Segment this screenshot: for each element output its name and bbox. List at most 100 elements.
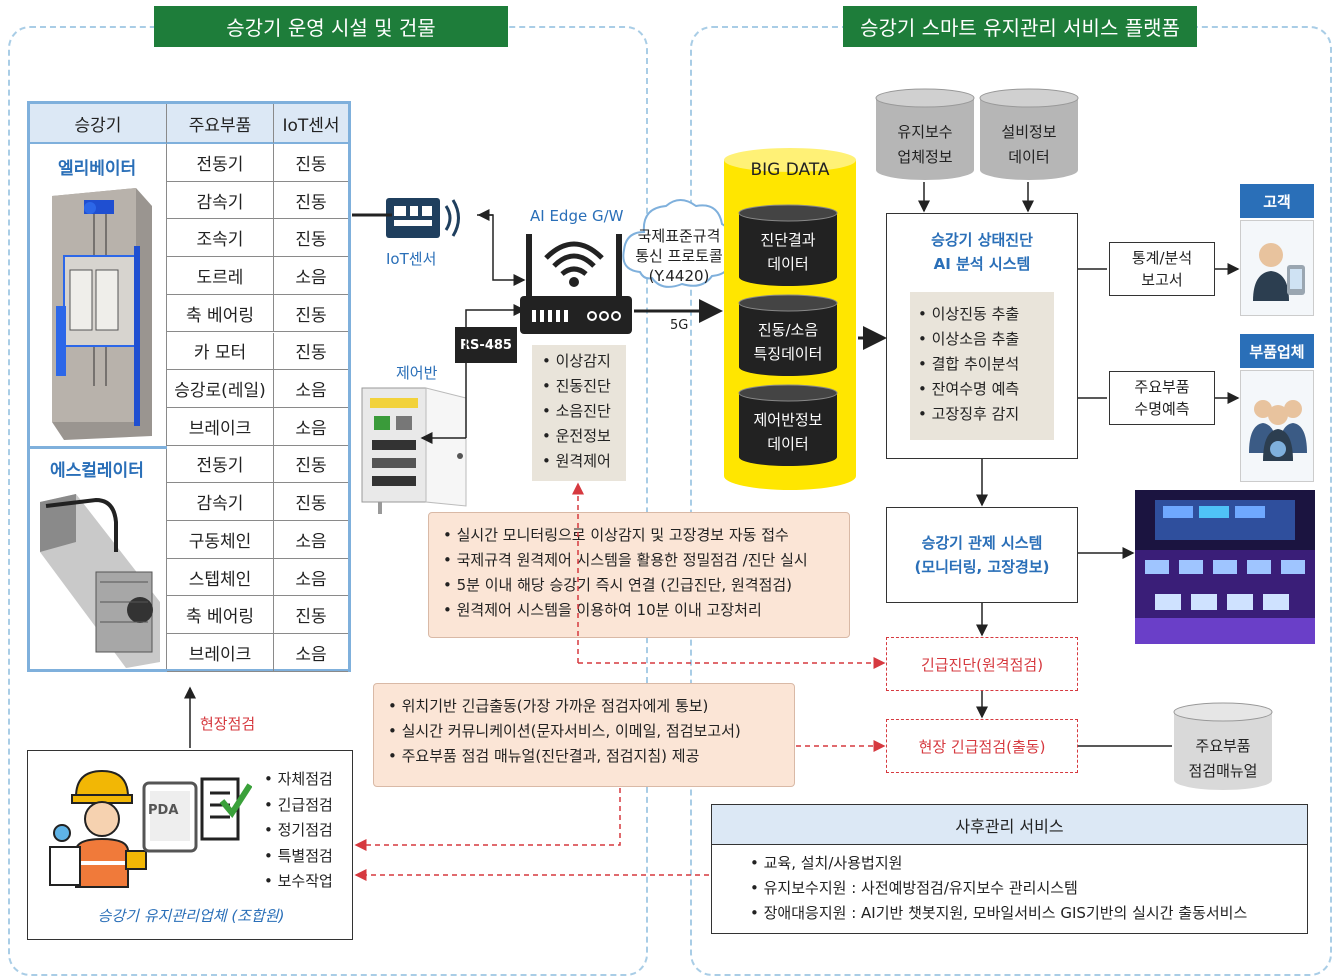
edge-functions: • 이상감지• 진동진단• 소음진단• 운전정보• 원격제어 bbox=[532, 345, 626, 481]
notice-item: • 위치기반 긴급출동(가장 가까운 점검자에게 통보) bbox=[388, 697, 709, 715]
table-cell-sensor: 소음 bbox=[274, 521, 348, 559]
table-header-sensor: IoT센서 bbox=[274, 104, 348, 144]
diagnosis-system-box: 승강기 상태진단 AI 분석 시스템 • 이상진동 추출• 이상소음 추출• 결… bbox=[886, 213, 1078, 459]
escalator-illustration bbox=[40, 494, 160, 668]
big-data-title: BIG DATA bbox=[750, 160, 830, 180]
customer-tag: 고객 bbox=[1240, 184, 1314, 218]
pda-label: PDA bbox=[148, 803, 179, 818]
protocol-line-3: (Y.4420) bbox=[648, 267, 710, 285]
iot-sensor-icon bbox=[386, 198, 460, 238]
store-line-2: 데이터 bbox=[767, 255, 809, 273]
after-service-item: • 유지보수지원 : 사전예방점검/유지보수 관리시스템 bbox=[750, 879, 1078, 897]
protocol-cloud-icon bbox=[622, 199, 733, 288]
database-icon bbox=[738, 384, 838, 466]
manual-db-icon bbox=[1173, 702, 1273, 790]
table-cell-part: 브레이크 bbox=[167, 634, 274, 672]
company-box: PDA • 자체점검• 긴급점검• 정기점검• 특별점검• 보수작업 승강기 유… bbox=[27, 750, 353, 940]
lifetime-line-1: 주요부품 bbox=[1134, 378, 1190, 396]
diagnosis-item: • 결합 추이분석 bbox=[918, 355, 1020, 373]
table-cell-sensor: 진동 bbox=[274, 333, 348, 371]
protocol-line-1: 국제표준규격 bbox=[637, 227, 721, 245]
field-inspection-label: 현장점검 bbox=[200, 715, 256, 733]
category-escalator: 에스컬레이터 bbox=[50, 461, 144, 481]
manual-db-text: 주요부품 점검매뉴얼 bbox=[1172, 734, 1274, 784]
report-line-1: 통계/분석 bbox=[1131, 249, 1193, 267]
company-task-item: • 긴급점검 bbox=[264, 795, 333, 814]
customer-icon bbox=[1253, 243, 1305, 301]
table-cell-part: 카 모터 bbox=[167, 332, 274, 371]
equipment-db-line-1: 설비정보 bbox=[1001, 123, 1057, 141]
worker-icon bbox=[49, 769, 147, 888]
table-cell-sensor: 소음 bbox=[274, 408, 348, 446]
parts-company-tag: 부품업체 bbox=[1240, 334, 1314, 368]
company-task-item: • 보수작업 bbox=[264, 872, 333, 890]
edge-function-item: • 소음진단 bbox=[542, 402, 611, 420]
diagnosis-items: • 이상진동 추출• 이상소음 추출• 결합 추이분석• 잔여수명 예측• 고장… bbox=[910, 292, 1054, 440]
store-line-1: 진단결과 bbox=[760, 231, 816, 249]
store-line-2: 데이터 bbox=[767, 435, 809, 453]
table-cell-part: 브레이크 bbox=[167, 407, 274, 446]
manual-db-line-2: 점검매뉴얼 bbox=[1188, 762, 1258, 780]
table-cell-part: 축 베어링 bbox=[167, 596, 274, 635]
table-cell-sensor: 소음 bbox=[274, 634, 348, 672]
parts-company-image bbox=[1240, 370, 1314, 482]
elevator-illustration bbox=[52, 188, 152, 440]
control-system-line-1: 승강기 관제 시스템 bbox=[921, 534, 1043, 552]
control-system-line-2: (모니터링, 고장경보) bbox=[914, 558, 1050, 576]
table-cell-part: 조속기 bbox=[167, 219, 274, 258]
company-task-item: • 특별점검 bbox=[264, 846, 333, 865]
parts-company-icon bbox=[1249, 400, 1307, 461]
database-icon bbox=[738, 294, 838, 376]
lifetime-box: 주요부품 수명예측 bbox=[1109, 371, 1215, 425]
table-cell-sensor: 진동 bbox=[274, 596, 348, 635]
after-service-title: 사후관리 서비스 bbox=[712, 805, 1307, 845]
store-line-1: 진동/소음 bbox=[757, 321, 819, 339]
manual-db-line-1: 주요부품 bbox=[1195, 737, 1251, 755]
notice-dispatch: • 위치기반 긴급출동(가장 가까운 점검자에게 통보) • 실시간 커뮤니케이션… bbox=[373, 683, 795, 787]
table-header-part: 주요부품 bbox=[167, 104, 274, 144]
company-items: • 자체점검• 긴급점검• 정기점검• 특별점검• 보수작업 bbox=[264, 767, 333, 895]
table-cell-part: 전동기 bbox=[167, 144, 274, 182]
company-task-item: • 자체점검 bbox=[264, 770, 333, 788]
link-5g-label: 5G bbox=[670, 318, 689, 333]
table-cell-sensor: 소음 bbox=[274, 559, 348, 597]
maintenance-db-text: 유지보수 업체정보 bbox=[874, 120, 976, 170]
right-section-title: 승강기 스마트 유지관리 서비스 플랫폼 bbox=[843, 6, 1197, 47]
edge-function-item: • 진동진단 bbox=[542, 377, 611, 395]
edge-function-item: • 이상감지 bbox=[542, 352, 611, 370]
left-section-title: 승강기 운영 시설 및 건물 bbox=[154, 6, 508, 47]
table-cell-part: 전동기 bbox=[167, 445, 274, 484]
store-line-2: 특징데이터 bbox=[753, 345, 823, 363]
after-service-box: 사후관리 서비스 • 교육, 설치/사용법지원• 유지보수지원 : 사전예방점검… bbox=[711, 804, 1308, 934]
maintenance-db-line-1: 유지보수 bbox=[897, 123, 953, 141]
category-divider-left bbox=[166, 144, 167, 669]
notice-remote: • 실시간 모니터링으로 이상감지 및 고장경보 자동 접수• 국제규격 원격제… bbox=[428, 512, 850, 638]
control-system-box: 승강기 관제 시스템 (모니터링, 고장경보) bbox=[886, 507, 1078, 603]
edge-gateway-label: AI Edge G/W bbox=[530, 207, 624, 225]
notice-item: • 5분 이내 해당 승강기 즉시 연결 (긴급진단, 원격점검) bbox=[443, 576, 793, 594]
table-cell-part: 승강로(레일) bbox=[167, 370, 274, 408]
notice-item: • 주요부품 점검 매뉴얼(진단결과, 점검지침) 제공 bbox=[388, 747, 700, 765]
table-cell-part: 감속기 bbox=[167, 181, 274, 220]
field-emergency-box: 현장 긴급점검(출동) bbox=[886, 719, 1078, 773]
protocol-text: 국제표준규격 통신 프로토콜 (Y.4420) bbox=[626, 226, 732, 286]
table-cell-sensor: 진동 bbox=[274, 144, 348, 182]
edge-gateway-icon bbox=[520, 234, 632, 334]
notice-item: • 실시간 커뮤니케이션(문자서비스, 이메일, 점검보고서) bbox=[388, 722, 741, 740]
table-cell-sensor: 소음 bbox=[274, 370, 348, 408]
customer-image bbox=[1240, 220, 1314, 316]
category-elevator: 엘리베이터 bbox=[58, 159, 137, 179]
table-cell-sensor: 진동 bbox=[274, 483, 348, 521]
notice-item: • 국제규격 원격제어 시스템을 활용한 정밀점검 /진단 실시 bbox=[443, 551, 808, 569]
control-room-image bbox=[1135, 490, 1315, 644]
table-cell-part: 도르레 bbox=[167, 257, 274, 295]
table-cell-sensor: 진동 bbox=[274, 295, 348, 333]
report-line-2: 보고서 bbox=[1141, 271, 1183, 289]
control-panel-label: 제어반 bbox=[396, 364, 438, 382]
